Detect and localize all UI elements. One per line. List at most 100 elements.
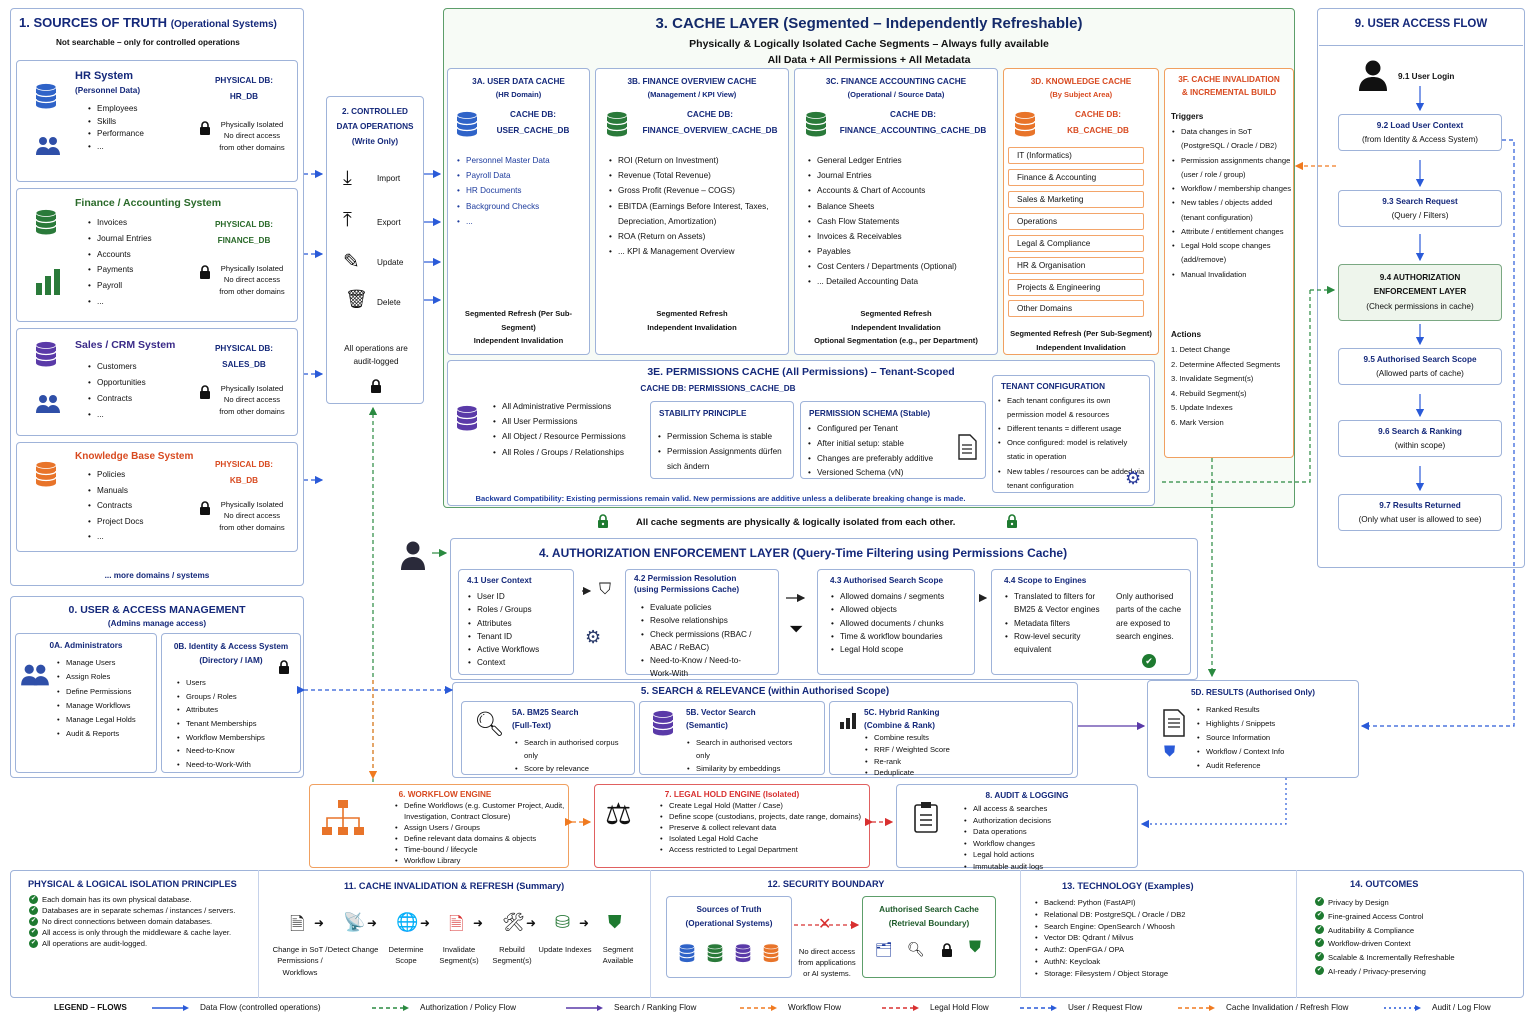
- list-item: AuthZ: OpenFGA / OPA: [1034, 944, 1186, 956]
- list-item: Versioned Schema (vN): [807, 466, 933, 481]
- kb-items: PoliciesManualsContractsProject Docs...: [87, 467, 143, 545]
- tech-title: 13. TECHNOLOGY (Examples): [1062, 881, 1194, 891]
- step-search-ranking[interactable]: 9.6 Search & Ranking(within scope): [1338, 420, 1502, 457]
- user-data-cache[interactable]: 3A. USER DATA CACHE(HR Domain) CACHE DB:…: [447, 68, 590, 355]
- user-icon: [401, 541, 425, 570]
- finance-overview-cache[interactable]: 3B. FINANCE OVERVIEW CACHE(Management / …: [595, 68, 789, 355]
- invalidation-step-label: Determine Scope: [388, 945, 424, 966]
- list-item: Performance: [87, 128, 144, 141]
- list-item: Data changes in SoT (PostgreSQL / Oracle…: [1171, 125, 1293, 154]
- database-icon: [606, 111, 628, 137]
- boundary-sot: Sources of Truth(Operational Systems): [666, 896, 792, 978]
- cache-e-title: 3E. PERMISSIONS CACHE (All Permissions) …: [647, 366, 955, 378]
- bm25-title: 5A. BM25 Search(Full-Text): [512, 708, 579, 731]
- step-results[interactable]: 9.7 Results Returned(Only what user is a…: [1338, 494, 1502, 531]
- list-item: Search in authorised vectors only: [686, 736, 806, 762]
- hr-system-card[interactable]: HR System (Personnel Data) EmployeesSkil…: [16, 60, 298, 182]
- step-login[interactable]: 9.1 User Login: [1398, 72, 1455, 81]
- list-item: Contracts: [87, 498, 143, 514]
- list-item: Workflow Memberships: [176, 731, 265, 745]
- list-item: Attribute / entitlement changes: [1171, 225, 1293, 240]
- list-item: Define Workflows (e.g. Customer Project,…: [394, 800, 566, 822]
- kb-segment-sales[interactable]: Sales & Marketing: [1008, 191, 1144, 208]
- list-item: ...: [456, 214, 550, 229]
- iam-title: 0B. Identity & Access System(Directory /…: [173, 642, 289, 665]
- change-icon: 🗎: [290, 914, 305, 934]
- outcomes-title: 14. OUTCOMES: [1350, 879, 1419, 889]
- list-item: Journal Entries: [87, 231, 152, 247]
- step-load-context[interactable]: 9.2 Load User Context(from Identity & Ac…: [1338, 114, 1502, 151]
- finance-system-card[interactable]: Finance / Accounting System InvoicesJour…: [16, 188, 298, 322]
- list-item: Source Information: [1196, 731, 1284, 745]
- legend-label: Authorization / Policy Flow: [420, 1003, 517, 1012]
- permission-resolution-title: 4.2 Permission Resolution(using Permissi…: [634, 574, 740, 595]
- user-icon: [1359, 60, 1387, 91]
- vector-search[interactable]: 5B. Vector Search(Semantic) Search in au…: [639, 701, 825, 776]
- update-button[interactable]: Update: [377, 258, 404, 267]
- list-item: Groups / Roles: [176, 690, 265, 704]
- database-icon: ⛁: [555, 912, 571, 932]
- list-item: HR Documents: [456, 183, 550, 198]
- kb-segment-legal[interactable]: Legal & Compliance: [1008, 235, 1144, 252]
- kb-system-card[interactable]: Knowledge Base System PoliciesManualsCon…: [16, 442, 298, 552]
- step-authorised-scope[interactable]: 9.5 Authorised Search Scope(Allowed part…: [1338, 348, 1502, 385]
- schema-title: PERMISSION SCHEMA (Stable): [809, 409, 931, 418]
- step-search-request[interactable]: 9.3 Search Request(Query / Filters): [1338, 190, 1502, 227]
- kb-segment-it[interactable]: IT (Informatics): [1008, 147, 1144, 164]
- legal-hold-title: 7. LEGAL HOLD ENGINE (Isolated): [664, 790, 800, 799]
- list-item: Metadata filters: [1004, 617, 1108, 631]
- hybrid-ranking[interactable]: 5C. Hybrid Ranking(Combine & Rank) Combi…: [829, 701, 1073, 779]
- ops-footer: All operations are audit-logged: [344, 344, 408, 366]
- legend-label: Search / Ranking Flow: [614, 1003, 697, 1012]
- iam-items: UsersGroups / RolesAttributesTenant Memb…: [176, 676, 265, 772]
- step-arrow-icon: ➜: [526, 916, 537, 930]
- audit-logging[interactable]: 8. AUDIT & LOGGING All access & searches…: [896, 784, 1138, 872]
- blocked-icon: ✕: [818, 916, 832, 933]
- list-item: AuthN: Keycloak: [1034, 956, 1186, 968]
- user-access-management: 0. USER & ACCESS MANAGEMENT (Admins mana…: [10, 596, 304, 778]
- delete-button[interactable]: Delete: [377, 298, 401, 307]
- cache-a-items: Personnel Master DataPayroll DataHR Docu…: [456, 153, 550, 229]
- kb-segment-finance[interactable]: Finance & Accounting: [1008, 169, 1144, 186]
- kb-segment-other[interactable]: Other Domains: [1008, 300, 1144, 317]
- results-panel[interactable]: 5D. RESULTS (Authorised Only) ⛊ Ranked R…: [1147, 680, 1359, 778]
- tech-items: Backend: Python (FastAPI)Relational DB: …: [1034, 897, 1186, 979]
- shield-icon: ⛊: [608, 912, 622, 932]
- users-icon: [35, 135, 61, 157]
- workflow-engine[interactable]: 6. WORKFLOW ENGINE Define Workflows (e.g…: [309, 784, 569, 868]
- list-item: Policies: [87, 467, 143, 483]
- list-item: Manual Invalidation: [1171, 268, 1293, 283]
- list-item: AI-ready / Privacy-preserving: [1314, 965, 1455, 979]
- database-icon: [35, 209, 57, 235]
- list-item: Balance Sheets: [807, 199, 957, 214]
- lock-icon: [370, 379, 382, 393]
- database-icon: [35, 461, 57, 487]
- legal-hold-engine[interactable]: 7. LEGAL HOLD ENGINE (Isolated) ⚖ Create…: [594, 784, 870, 868]
- list-item: ...: [87, 529, 143, 545]
- list-item: Audit Reference: [1196, 759, 1284, 773]
- step-arrow-icon: ➜: [420, 916, 431, 930]
- database-icon: [763, 943, 779, 963]
- invalidation-step-label: Detect Change: [327, 945, 379, 954]
- kb-segment-operations[interactable]: Operations: [1008, 213, 1144, 230]
- permissions-cache[interactable]: 3E. PERMISSIONS CACHE (All Permissions) …: [447, 360, 1155, 506]
- users-icon: [35, 393, 61, 415]
- list-item: Active Workflows: [467, 643, 539, 657]
- list-item: Translated to filters for BM25 & Vector …: [1004, 590, 1108, 617]
- admins-items: Manage UsersAssign RolesDefine Permissio…: [56, 656, 136, 742]
- kb-segment-hr[interactable]: HR & Organisation: [1008, 257, 1144, 274]
- list-item: Attributes: [467, 617, 539, 631]
- sales-system-card[interactable]: Sales / CRM System CustomersOpportunitie…: [16, 328, 298, 436]
- finance-accounting-cache[interactable]: 3C. FINANCE ACCOUNTING CACHE(Operational…: [794, 68, 998, 355]
- list-item: Search Engine: OpenSearch / Whoosh: [1034, 921, 1186, 933]
- cache-d-foot: Segmented Refresh (Per Sub-Segment)Indep…: [1010, 329, 1152, 352]
- authorised-scope: 4.3 Authorised Search Scope Allowed doma…: [817, 569, 975, 675]
- bm25-search[interactable]: 🔍︎ 5A. BM25 Search(Full-Text) Search in …: [461, 701, 635, 776]
- kb-system-name: Knowledge Base System: [75, 451, 194, 462]
- kb-segment-projects[interactable]: Projects & Engineering: [1008, 279, 1144, 296]
- import-button[interactable]: Import: [377, 174, 401, 183]
- export-button[interactable]: Export: [377, 218, 401, 227]
